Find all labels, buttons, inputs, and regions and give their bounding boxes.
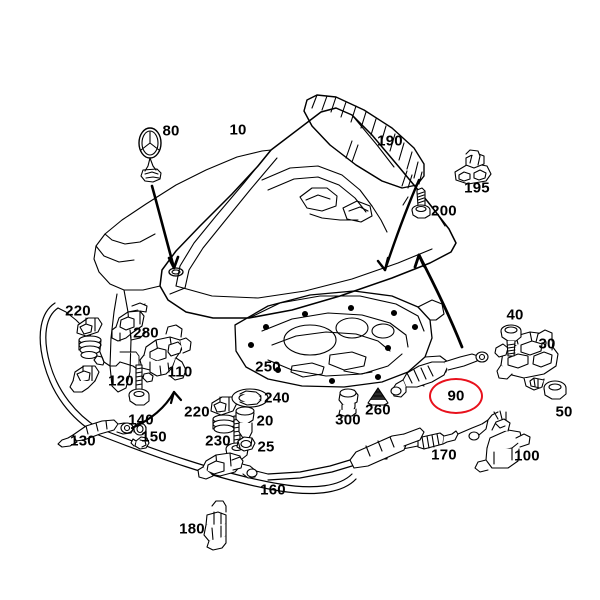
callout-280: 280	[133, 324, 159, 342]
insulation-washer-part	[231, 388, 269, 408]
hood-latch-bolt-part	[500, 324, 522, 357]
callout-90: 90	[447, 387, 465, 405]
callout-260: 260	[365, 401, 391, 419]
callout-25: 25	[257, 438, 275, 456]
callout-130: 130	[70, 432, 96, 450]
callout-40: 40	[506, 306, 524, 324]
callout-20: 20	[256, 412, 274, 430]
expanding-rivet-part	[367, 387, 389, 406]
callout-100: 100	[514, 447, 540, 465]
callout-240: 240	[264, 389, 290, 407]
cable-anchor-clamp-part	[197, 452, 269, 480]
callout-150: 150	[141, 428, 167, 446]
hood-gas-strut-shock-part	[390, 351, 489, 398]
latch-mounting-screw-part	[529, 377, 567, 400]
callout-120: 120	[108, 372, 134, 390]
engine-hood-panel-outline	[93, 107, 457, 393]
hood-insulation-pad-part	[234, 290, 449, 388]
hood-inner-brace-detail	[261, 165, 388, 233]
release-lever-screw-part	[119, 351, 150, 406]
cable-guide-bracket-part	[111, 302, 148, 342]
buffer-nut-part	[236, 436, 256, 452]
hood-catch-striker-part	[474, 410, 531, 473]
cowl-grille-clip-part	[454, 149, 492, 185]
hood-release-lever-part	[139, 324, 192, 381]
callout-195: 195	[464, 179, 490, 197]
cable-retainer-clip-part	[130, 436, 150, 450]
cowl-grille-screw-part	[411, 187, 431, 219]
callout-190: 190	[377, 132, 403, 150]
callout-80: 80	[162, 122, 180, 140]
callout-110: 110	[167, 363, 193, 381]
callout-170: 170	[431, 446, 457, 464]
callout-160: 160	[260, 481, 286, 499]
callout-250: 250	[255, 358, 281, 376]
callout-200: 200	[431, 202, 457, 220]
hood-emblem-star-part	[138, 127, 162, 183]
leader-110	[130, 390, 176, 430]
cable-grommet-lower-part	[210, 396, 238, 434]
cable-grommet-upper-part	[69, 317, 103, 393]
callout-140: 140	[128, 411, 154, 429]
callout-220-lower: 220	[184, 403, 210, 421]
cowl-grille-cover-part	[303, 94, 425, 189]
callout-230: 230	[205, 432, 231, 450]
leader-80	[150, 184, 176, 270]
cable-end-housing-160	[349, 427, 425, 469]
leader-90	[417, 253, 464, 349]
rubber-stop-buffer-part	[338, 388, 359, 417]
callout-300: 300	[335, 411, 361, 429]
callout-30: 30	[538, 335, 556, 353]
callout-50: 50	[555, 403, 573, 421]
callout-220-upper: 220	[65, 302, 91, 320]
callout-180: 180	[179, 520, 205, 538]
callout-10: 10	[229, 121, 247, 139]
cable-bushing-part	[133, 422, 147, 436]
cable-mounting-clip-part	[203, 500, 227, 551]
